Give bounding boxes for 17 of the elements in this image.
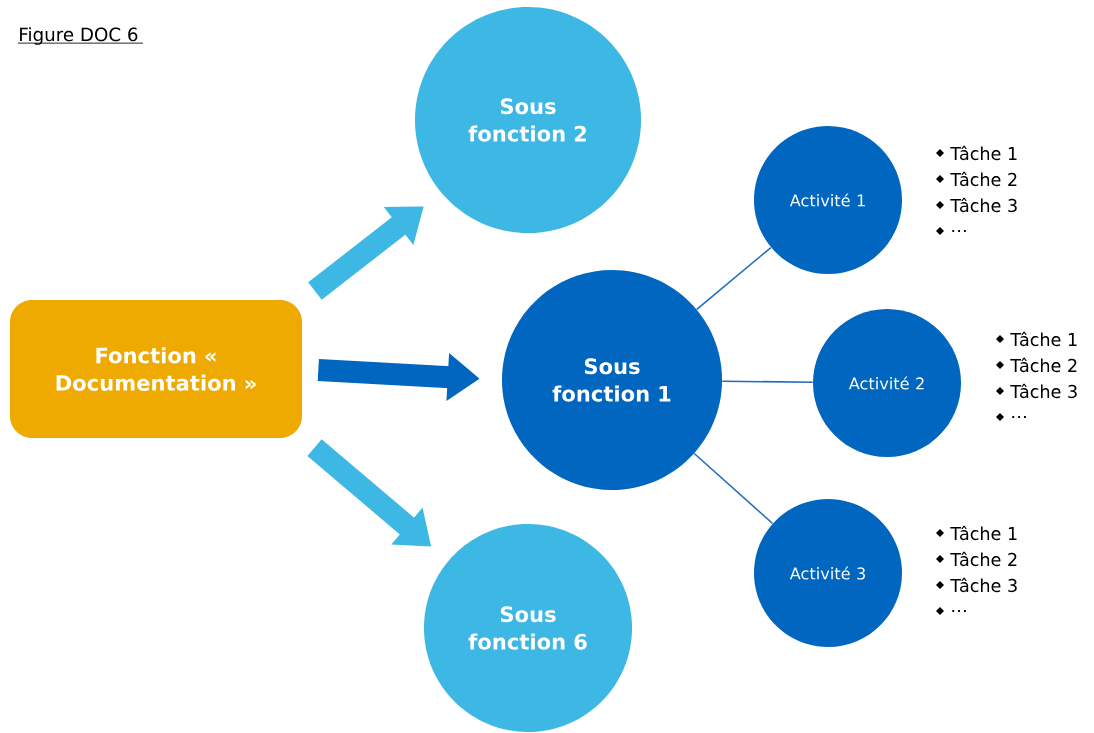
connector-line — [693, 452, 774, 525]
list-item: Tâche 1 — [936, 525, 1017, 541]
list-item: Tâche 2 — [936, 551, 1017, 567]
list-item: Tâche 2 — [936, 171, 1017, 187]
list-item: … — [936, 607, 966, 615]
list-item: … — [996, 413, 1026, 421]
list-item: Tâche 2 — [996, 357, 1077, 373]
fonction-box: Fonction « Documentation » — [9, 300, 303, 439]
list-item: Tâche 1 — [936, 145, 1017, 161]
list-item: Tâche 1 — [996, 331, 1077, 347]
connector-line — [695, 246, 772, 311]
list-item: Tâche 3 — [936, 197, 1017, 213]
connector-line — [721, 380, 814, 383]
figure-title: Figure DOC 6 — [17, 27, 144, 45]
list-item: Tâche 3 — [996, 383, 1077, 399]
list-item: … — [936, 227, 966, 235]
list-item: Tâche 3 — [936, 577, 1017, 593]
